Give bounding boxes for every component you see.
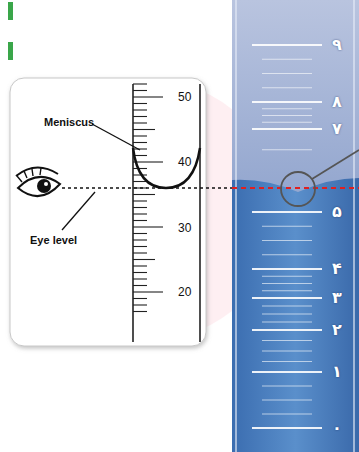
scale-digit: ۰ (332, 420, 342, 436)
tick-mark (133, 194, 155, 195)
scale-digit: ۸ (332, 94, 342, 110)
tick-mark (262, 321, 312, 322)
tick-mark (262, 305, 312, 306)
leader-line (312, 150, 359, 179)
tick-mark (262, 385, 312, 386)
tick-mark (133, 220, 147, 221)
tick-mark (133, 135, 147, 136)
part-label: Eye level (30, 235, 77, 246)
tick-mark (133, 259, 155, 260)
card (10, 78, 206, 346)
meniscus-curve (133, 148, 200, 188)
tick-mark (133, 129, 155, 130)
tick-mark (252, 268, 322, 270)
tick-mark (133, 109, 147, 110)
tick-mark (262, 226, 312, 227)
scale-number: 30 (178, 222, 191, 234)
tick-mark (133, 278, 147, 279)
tick-mark (262, 108, 312, 109)
tick-mark (133, 239, 147, 240)
tick-mark (133, 291, 163, 292)
tick-mark (133, 200, 147, 201)
tick-mark (133, 83, 147, 84)
meniscus-circle (281, 172, 315, 206)
scale-digit: ۵ (332, 204, 342, 220)
tick-mark (262, 254, 312, 255)
tick-mark (252, 297, 322, 299)
tick-mark (262, 73, 312, 74)
tick-mark (252, 128, 322, 130)
tick-mark (262, 290, 312, 291)
tick-mark (252, 329, 322, 331)
eye-level-line (62, 187, 232, 188)
scale-number: 20 (178, 286, 191, 298)
tick-mark (133, 233, 147, 234)
scale-digit: ۴ (332, 261, 342, 277)
tick-mark (133, 213, 147, 214)
tick-mark (262, 115, 312, 116)
tick-mark (133, 122, 147, 123)
scale-digit: ۱ (332, 364, 342, 380)
tick-mark (133, 168, 147, 169)
tube-empty-part (232, 0, 359, 192)
tick-mark (262, 361, 312, 362)
scale-digit: ۳ (332, 290, 342, 306)
tick-mark (133, 246, 147, 247)
tick-mark (262, 87, 312, 88)
scale-digit: ۷ (332, 121, 342, 137)
tick-mark (133, 311, 147, 312)
tick-mark (133, 142, 147, 143)
tick-mark (262, 240, 312, 241)
scale-digit: ۹ (332, 37, 342, 53)
leader-line (62, 192, 95, 230)
tick-mark (133, 298, 147, 299)
tick-mark (133, 265, 147, 266)
tick-mark (133, 226, 163, 227)
tick-mark (133, 96, 163, 97)
tick-mark (133, 90, 147, 91)
tick-mark (252, 101, 322, 103)
tick-mark (262, 149, 312, 150)
tick-mark (252, 427, 322, 429)
tick-mark (262, 350, 312, 351)
tick-mark (133, 103, 147, 104)
tube-graduations (252, 45, 322, 428)
tick-mark (262, 276, 312, 277)
tick-mark (262, 340, 312, 341)
eye-symbol (16, 167, 60, 196)
scale-number: 40 (178, 156, 191, 168)
part-label: Meniscus (44, 117, 94, 128)
tick-mark (262, 59, 312, 60)
tick-mark (133, 272, 147, 273)
graduated-cylinder (133, 84, 200, 342)
tick-mark (133, 304, 147, 305)
tick-mark (133, 285, 147, 286)
tick-mark (133, 116, 147, 117)
tick-mark (262, 413, 312, 414)
scale-number: 50 (178, 91, 191, 103)
tick-mark (133, 207, 147, 208)
tick-mark (262, 313, 312, 314)
tick-mark (262, 399, 312, 400)
reading-line (232, 187, 359, 189)
tick-mark (133, 252, 147, 253)
leader-line (92, 124, 140, 150)
tick-mark (252, 371, 322, 373)
tick-mark (262, 122, 312, 123)
tick-mark (133, 161, 163, 162)
accent-bar (8, 42, 13, 60)
tick-mark (262, 283, 312, 284)
tick-mark (252, 211, 322, 213)
tube-photo (232, 0, 359, 452)
tick-mark (252, 44, 322, 46)
scale-digit: ۲ (332, 322, 342, 338)
accent-bar (8, 2, 13, 20)
